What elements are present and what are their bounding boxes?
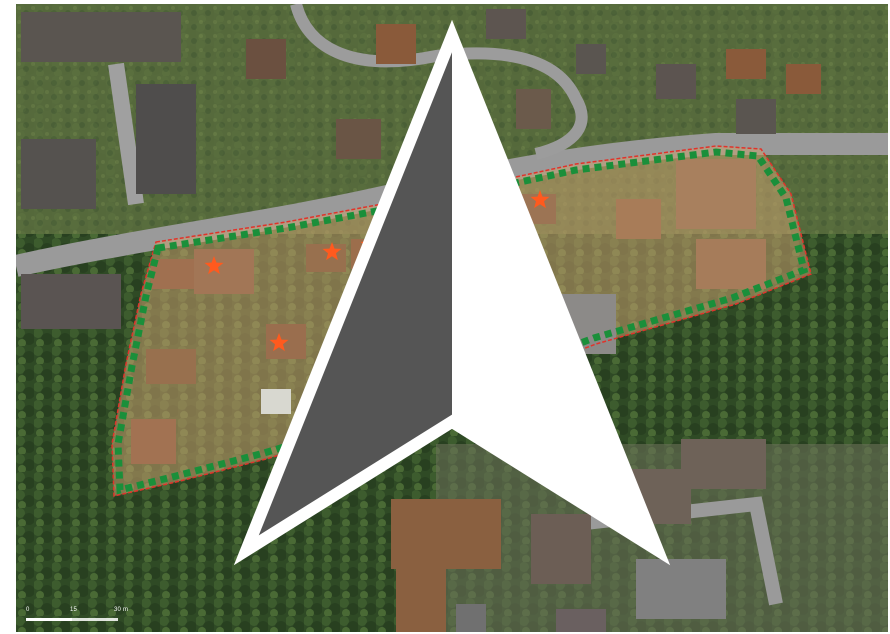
star-icon[interactable] — [530, 190, 550, 209]
buildings-south — [391, 439, 766, 632]
scale-label-15: 15 — [70, 607, 78, 613]
study-area-inner-outline — [114, 148, 809, 495]
scale-bar: 0 15 30 m — [24, 607, 144, 626]
star-icon[interactable] — [204, 256, 224, 275]
star-icon[interactable] — [269, 333, 289, 352]
scale-label-30: 30 m — [114, 607, 129, 613]
north-arrow-icon — [233, 19, 671, 566]
study-area-outer-outline — [111, 145, 812, 497]
side-road — [108, 62, 144, 206]
buildings-north — [21, 9, 821, 329]
satellite-map[interactable]: 0 15 30 m — [16, 4, 888, 632]
scale-segment-1 — [26, 618, 72, 621]
star-icon[interactable] — [322, 242, 342, 261]
curved-road — [290, 4, 588, 160]
scale-segment-2 — [72, 618, 118, 621]
scale-label-0: 0 — [26, 607, 30, 613]
